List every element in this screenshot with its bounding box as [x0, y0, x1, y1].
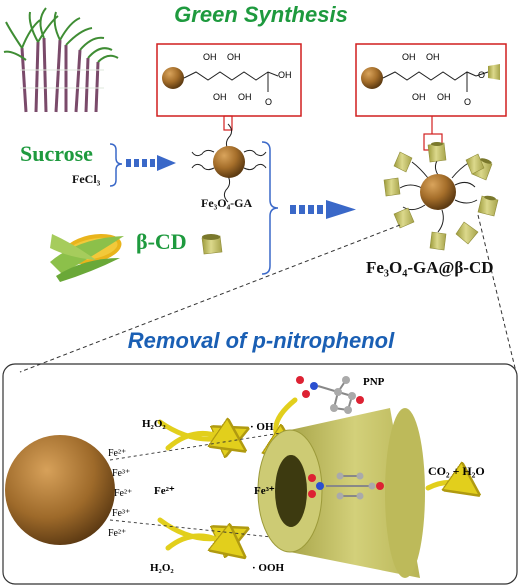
zoom-connector — [223, 115, 443, 151]
beta-cd-ring — [383, 142, 499, 251]
fe3-mid-label: Fe³⁺ — [254, 485, 275, 497]
h2o2-bottom-label: H₂O₂ — [150, 562, 174, 574]
oh-label: OH — [227, 52, 241, 62]
oh-label: OH — [426, 52, 440, 62]
fe2-mid-label: Fe²⁺ — [154, 485, 175, 497]
surface-ion-label: Fe²⁺ — [108, 528, 127, 539]
pnp-molecule-bound — [308, 472, 384, 500]
beta-cd-label: β-CD — [136, 229, 187, 254]
pnp-label: PNP — [363, 376, 385, 388]
o-label: O — [265, 97, 273, 107]
oh-label: OH — [402, 52, 416, 62]
beta-cd-icon — [201, 234, 223, 255]
composite-label: Fe₃O₄-GA@β-CD — [366, 258, 494, 277]
reaction-bracket — [109, 141, 279, 275]
pnp-molecule — [296, 376, 364, 414]
zoom-lines — [19, 214, 517, 373]
oh-label: OH — [412, 92, 426, 102]
surface-ion-label: Fe²⁺ — [114, 488, 133, 499]
removal-title: Removal of p-nitrophenol — [127, 328, 395, 353]
products-label: CO₂ + H₂O — [428, 464, 485, 478]
ooh-radical-label: · OOH — [252, 562, 285, 574]
fe3o4-particle-large — [5, 435, 115, 545]
o-label: O — [464, 97, 472, 107]
beta-cd-cavity — [257, 408, 425, 578]
adsorption-lines — [109, 429, 301, 541]
oh-label: OH — [437, 92, 451, 102]
sucrose-label: Sucrose — [20, 141, 93, 166]
surface-ion-label: Fe³⁺ — [112, 508, 131, 519]
fecl3-label: FeCl₃ — [72, 172, 101, 186]
oh-label: OH — [278, 70, 292, 80]
mechanism-panel — [2, 363, 518, 585]
h2o2-top-label: H₂O₂ — [142, 418, 166, 430]
o-label: O — [478, 70, 486, 80]
sugarcane-icon — [3, 7, 119, 113]
reaction-arrow-1 — [126, 155, 176, 171]
corn-icon — [50, 233, 124, 282]
surface-ion-label: Fe²⁺ — [108, 448, 127, 459]
composite-particle — [383, 142, 499, 251]
oh-radical-label: · OH — [250, 421, 274, 433]
fe3o4-ga-particle — [191, 123, 267, 203]
oh-label: OH — [203, 52, 217, 62]
oh-label: OH — [238, 92, 252, 102]
oh-label: OH — [213, 92, 227, 102]
green-synthesis-title: Green Synthesis — [174, 2, 348, 27]
reaction-arrow-2 — [290, 200, 356, 219]
ga-cd-molecule-box — [355, 43, 507, 117]
fe3o4-ga-label: Fe₃O₄-GA — [201, 196, 253, 210]
surface-ion-label: Fe³⁺ — [112, 468, 131, 479]
